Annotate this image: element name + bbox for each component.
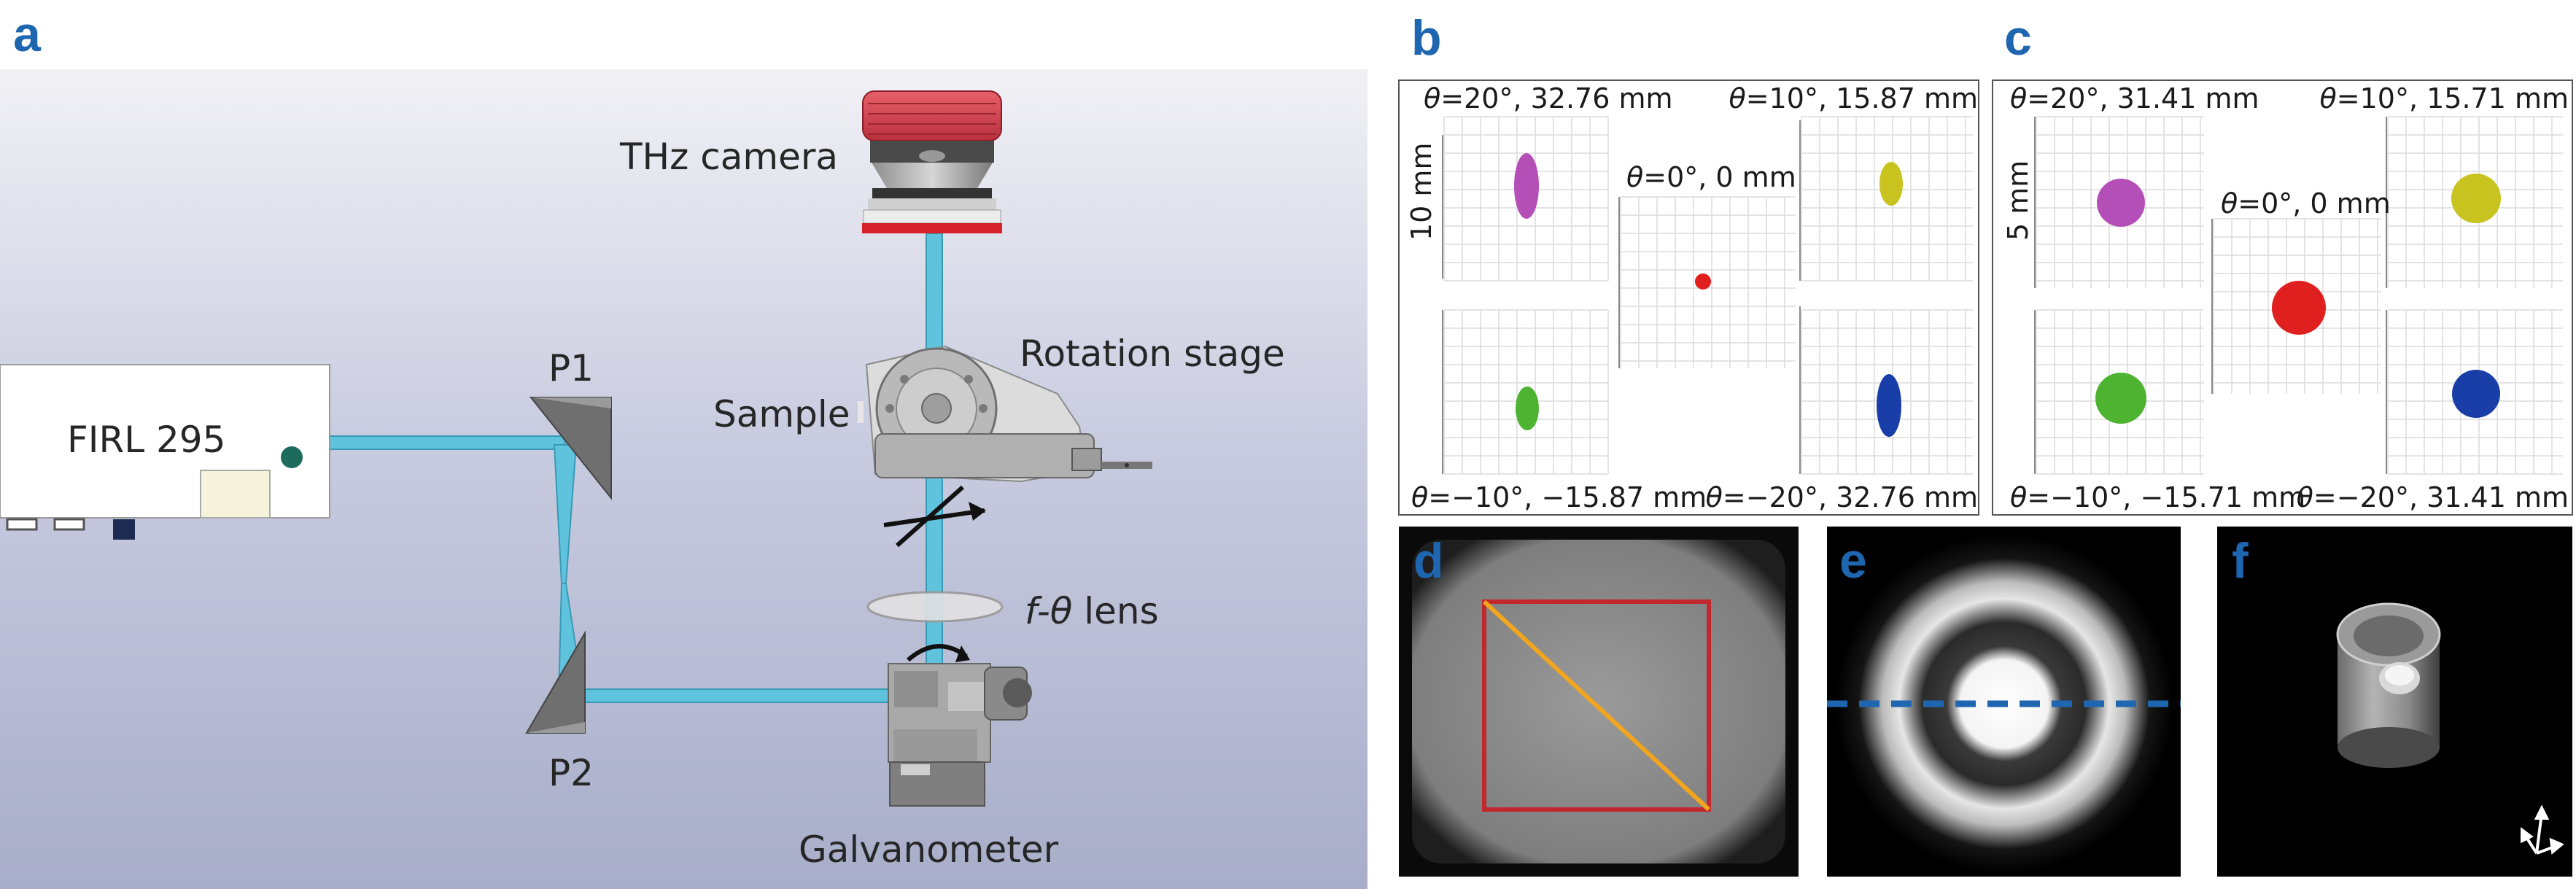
axes-icon (2521, 804, 2564, 855)
rotation-stage: Rotation stage Sample (713, 333, 1285, 483)
panel-e: e (1827, 527, 2181, 877)
laser-source: FIRL 295 (0, 364, 330, 540)
laser-label: FIRL 295 (67, 419, 225, 461)
p1-label: P1 (548, 347, 594, 389)
galvanometer: Galvanometer (799, 644, 1059, 871)
lens-label-rest: lens (1072, 590, 1158, 632)
panel-c: c 5 mm θ=20°, 31.41 mm θ=10°, 15.71 mm θ… (1992, 10, 2573, 516)
spot-b-theta-20 (1514, 153, 1539, 219)
f-theta-lens: f-θ lens (866, 590, 1159, 632)
spot-b-theta-0 (1695, 273, 1711, 290)
panel-b-letter: b (1411, 10, 1442, 66)
panel-f-cylinder (2336, 602, 2441, 768)
rotation-arrow-icon (883, 485, 986, 548)
caption-c-theta-neg20: θ=−20°, 31.41 mm (2297, 481, 2569, 513)
panel-b-scale-label: 10 mm (1405, 143, 1438, 241)
caption-b-theta-neg10: θ=−10°, −15.87 mm (1411, 481, 1707, 513)
camera-label: THz camera (619, 136, 838, 178)
spot-b-theta-neg10 (1516, 387, 1539, 430)
spot-c-theta-10 (2451, 174, 2501, 223)
thz-camera: THz camera (619, 90, 1002, 233)
panel-d-diagonal (1482, 599, 1711, 812)
mirror-p1: P1 (529, 347, 612, 500)
panel-d-letter: d (1413, 533, 1444, 589)
lens-label-italic: f-θ (1025, 590, 1072, 632)
panel-d-spot (1412, 540, 1785, 863)
panel-a-letter: a (13, 7, 42, 62)
panel-d-box (1482, 599, 1711, 812)
panel-f: f (2217, 527, 2572, 877)
spot-b-theta-10 (1879, 162, 1903, 206)
panel-b: b 10 mm θ=20°, 32.76 mm θ=10°, 15.87 mm … (1398, 10, 1979, 516)
panel-a: a FIRL 295 P1 P2 (0, 7, 1367, 889)
caption-c-theta-20: θ=20°, 31.41 mm (2010, 82, 2259, 114)
rotation-stage-label: Rotation stage (1020, 333, 1285, 375)
caption-c-theta-0: θ=0°, 0 mm (2221, 187, 2391, 220)
caption-b-theta-neg20: θ=−20°, 32.76 mm (1706, 481, 1978, 513)
spot-b-theta-neg20 (1877, 374, 1901, 437)
laser-indicator-icon (281, 446, 303, 468)
spot-c-theta-neg20 (2452, 370, 2500, 418)
caption-c-theta-10: θ=10°, 15.71 mm (2320, 82, 2569, 114)
caption-b-theta-0: θ=0°, 0 mm (1626, 161, 1796, 193)
caption-c-theta-neg10: θ=−10°, −15.71 mm (2010, 481, 2305, 513)
spot-c-theta-0 (2272, 281, 2326, 335)
panel-f-letter: f (2232, 533, 2249, 589)
spot-c-theta-neg10 (2095, 373, 2146, 424)
panel-c-letter: c (2004, 10, 2032, 66)
panel-c-scale-label: 5 mm (2002, 160, 2034, 241)
panel-e-letter: e (1839, 533, 1867, 589)
caption-b-theta-10: θ=10°, 15.87 mm (1729, 82, 1979, 114)
sample-label: Sample (713, 393, 850, 435)
lens-label: f-θ lens (1025, 590, 1159, 632)
panel-b-frame (1398, 79, 1979, 516)
caption-b-theta-20: θ=20°, 32.76 mm (1424, 82, 1673, 114)
p2-label: P2 (548, 752, 594, 794)
galvanometer-label: Galvanometer (799, 828, 1059, 871)
spot-c-theta-20 (2097, 179, 2145, 227)
mirror-p2: P2 (525, 630, 594, 794)
panel-d: d (1399, 527, 1799, 877)
